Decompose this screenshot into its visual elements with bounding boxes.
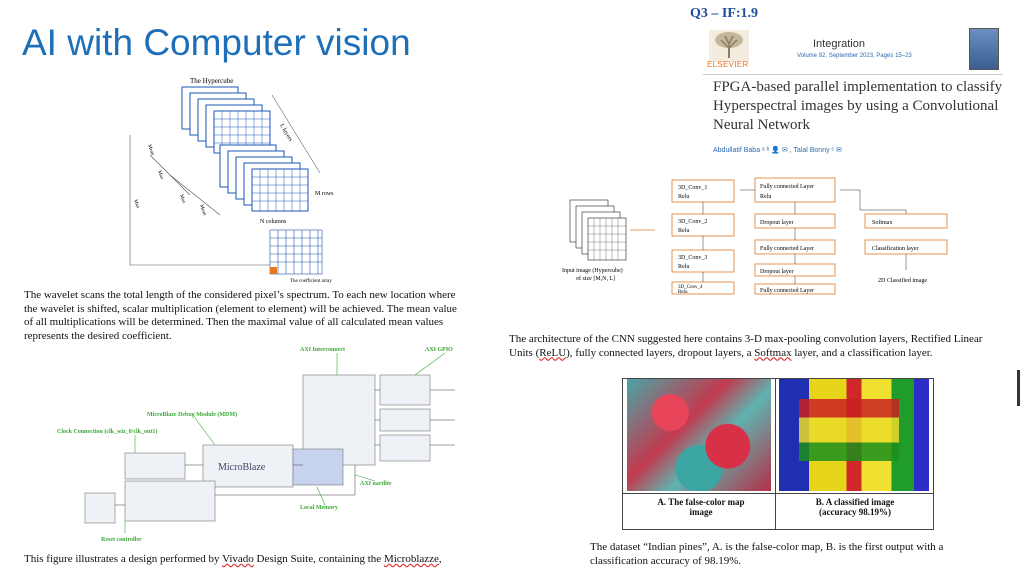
label-n-columns: N columns [260,219,287,225]
conv1-name: 3D_Conv_1 [678,185,707,191]
conv1-act: Relu [678,194,689,200]
label-coefficient: The coefficient array [290,279,332,284]
vivado-description: This figure illustrates a design perform… [24,553,442,565]
wavelet-description: The wavelet scans the total length of th… [24,289,457,342]
publisher-name: ELSEVIER [707,60,749,69]
conv-column [671,179,735,295]
conv3-name: 3D_Conv_3 [678,255,707,261]
output-label: 2D Classified image [878,277,927,284]
classification-layer: Classification layer [872,245,919,252]
input-grid [588,218,626,260]
dataset-description: The dataset “Indian pines”, A. is the fa… [590,541,944,567]
relu-term: ReLU [539,346,567,359]
input-size: of size [M,N, L] [576,275,615,282]
fc1-name: Fully connected Layer [760,184,814,190]
label-mdm: MicroBlaze Debug Module (MDM) [147,411,237,418]
hypercube-grid-2 [252,169,308,211]
figure-divider [775,379,776,529]
label-max-3: Max [178,194,186,205]
softmax-layer: Softmax [872,219,892,226]
vivado-block-design: MicroBlaze AXI Interconnect AXI GPIO Mic… [55,345,475,545]
journal-cover [969,28,999,70]
label-mean-1: Mean [146,144,155,157]
hypercube-title: The Hypercube [190,77,233,85]
conv3-act: Relu [678,264,689,270]
caption-divider [623,493,933,494]
conv2-act: Relu [678,228,689,234]
label-mean-2: Mean [198,204,207,217]
label-reset: Reset controller [101,537,142,543]
paper-title: FPGA-based parallel implementation to cl… [713,79,1003,133]
label-axi-uartlite: AXI uartlite [360,481,392,487]
microblaze-block-label: MicroBlaze [218,462,266,473]
vivado-term: Vivado [222,553,254,565]
label-axi-interconnect: AXI Interconnect [300,347,345,353]
journal-name[interactable]: Integration [813,38,865,50]
conv2-name: 3D_Conv_2 [678,219,707,225]
input-hypercube [569,199,627,261]
label-axi-gpio: AXI GPIO [425,347,453,353]
coefficient-cell [270,267,277,274]
input-label: Input image (Hypercube) [562,267,623,274]
paper-authors[interactable]: Abdullatif Baba ᵃ ᵇ 👤 ✉ , Talal Bonny ᶜ … [713,147,842,154]
scroll-indicator[interactable] [1017,370,1020,406]
journal-volume[interactable]: Volume 92, September 2023, Pages 15–23 [797,53,912,59]
fc3: Fully connected Layer [760,288,814,294]
microblaze-term: Microblazze [383,553,439,565]
slide-title: AI with Computer vision [22,22,411,63]
dropout2: Dropout layer [760,269,794,275]
label-clock: Clock Connection (clk_wiz_0/clk_out1) [57,428,157,435]
elsevier-tree-icon [709,30,749,62]
journal-header: ELSEVIER Integration Volume 92, Septembe… [703,26,1003,75]
false-color-map-image [627,379,771,491]
vivado-blocks [84,374,431,524]
hypercube-figure: The Hypercube L layers M rows N columns … [129,77,334,284]
label-m-rows: M rows [315,191,334,197]
softmax-term: Softmax [754,346,792,359]
label-max-2: Max [156,170,164,181]
caption-b: B. A classified image(accuracy 98.19%) [815,497,895,517]
fc1-act: Relu [760,194,771,200]
wavelet-arrows [129,135,270,266]
label-leaders [124,352,446,533]
label-local-memory: Local Memory [300,505,338,511]
fc2: Fully connected Layer [760,246,814,252]
classified-image [779,379,929,491]
cnn-architecture-figure: Input image (Hypercube) of size [M,N, L]… [560,170,1000,295]
label-max-1: Max [132,199,140,210]
cnn-description: The architecture of the CNN suggested he… [509,333,983,359]
conv4-act: Relu [678,290,688,295]
dropout1: Dropout layer [760,220,794,226]
conv4-name: 3D_Conv_4 [678,285,703,290]
hypercube-stack-2 [219,144,309,212]
cnn-connectors [702,189,907,284]
output-column [864,213,948,255]
coefficient-array [269,229,323,275]
impact-badge: Q3 – IF:1.9 [690,6,759,21]
